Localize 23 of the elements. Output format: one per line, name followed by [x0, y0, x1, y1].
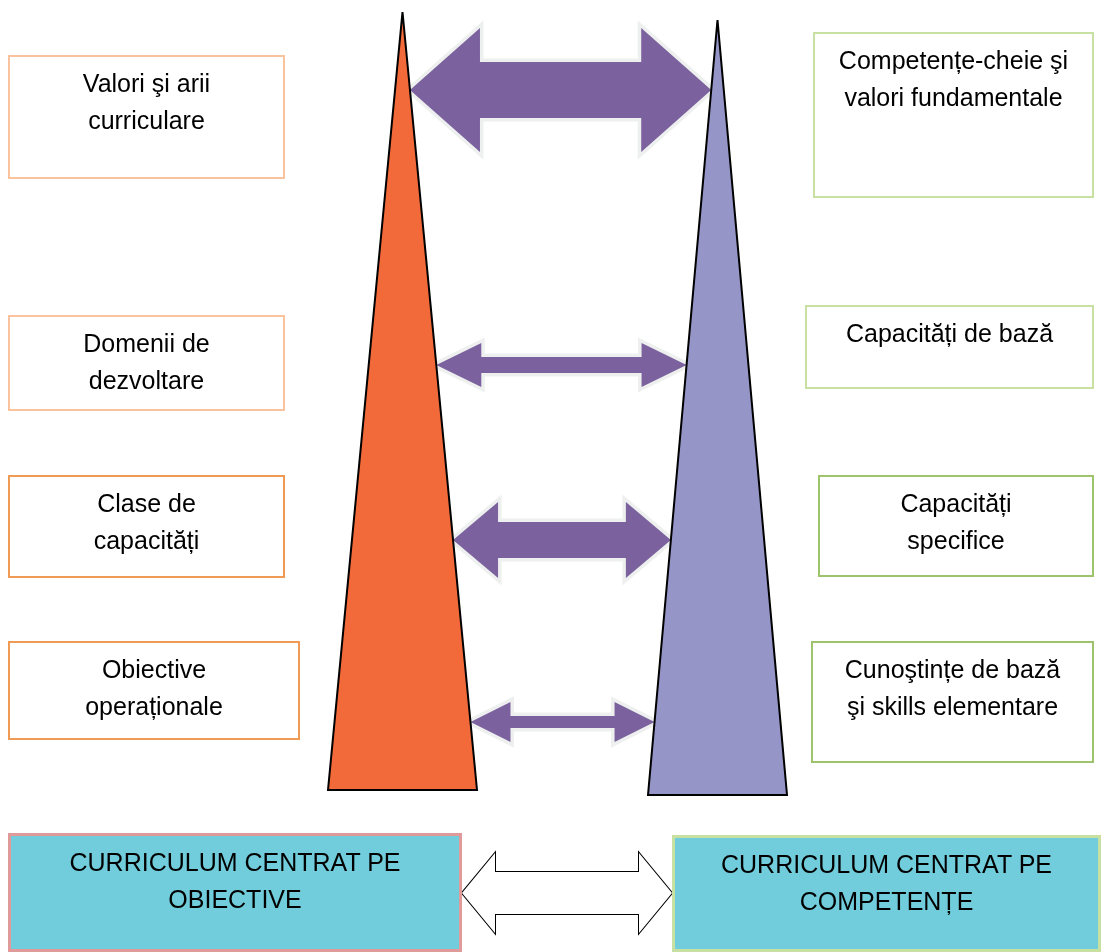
box-label: Clase de capacități [92, 488, 201, 556]
double-arrow [460, 850, 674, 936]
box-label: Valori şi arii curriculare [81, 68, 212, 136]
concept-box [8, 475, 285, 578]
concept-box [811, 641, 1094, 763]
box-label: Obiective operaționale [84, 654, 224, 722]
concept-box [8, 55, 285, 179]
box-label: Capacități specifice [899, 488, 1013, 556]
box-label: Capacități de bază [844, 318, 1055, 349]
box-label: CURRICULUM CENTRAT PE OBIECTIVE [68, 847, 402, 915]
triangle-shape [648, 20, 787, 795]
concept-box [8, 315, 285, 411]
box-label: Cunoştințe de bază şi skills elementare [843, 654, 1062, 722]
curriculum-box [8, 833, 462, 952]
triangle-shape [328, 12, 477, 790]
concept-box [818, 475, 1094, 577]
box-label: Competențe-cheie şi valori fundamentale [837, 45, 1070, 113]
box-label: CURRICULUM CENTRAT PE COMPETENȚE [719, 849, 1053, 917]
concept-box [8, 641, 300, 740]
concept-box [805, 305, 1094, 389]
concept-box [813, 32, 1094, 198]
box-label: Domenii de dezvoltare [82, 328, 211, 396]
curriculum-box [672, 835, 1101, 952]
